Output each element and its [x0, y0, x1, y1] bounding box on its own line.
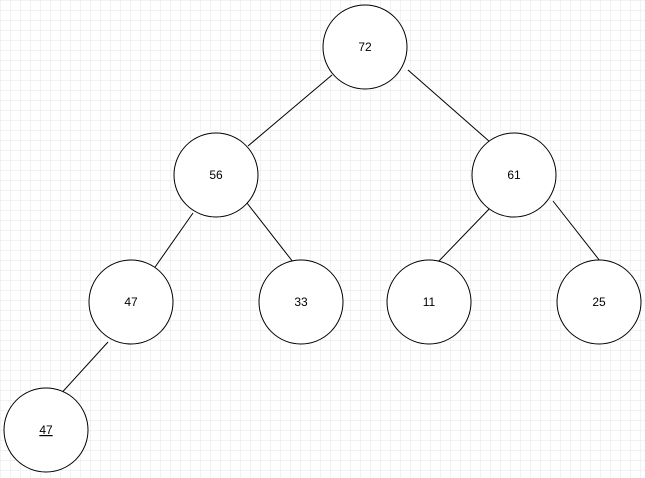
edge-56-33	[246, 202, 294, 263]
edge-72-61	[407, 69, 491, 143]
node-circle	[471, 132, 557, 218]
tree-edges	[56, 69, 601, 399]
node-circle	[556, 259, 642, 345]
tree-node[interactable]: 47	[88, 259, 174, 345]
edge-56-47	[152, 212, 194, 271]
tree-node[interactable]: 61	[471, 132, 557, 218]
node-label: 61	[507, 168, 521, 182]
tree-node[interactable]: 33	[258, 259, 344, 345]
node-label: 47	[39, 423, 53, 437]
edge-47-47	[56, 341, 109, 399]
tree-node[interactable]: 72	[322, 4, 408, 90]
node-circle	[322, 4, 408, 90]
node-label: 72	[358, 40, 372, 54]
edge-61-11	[437, 205, 493, 263]
tree-nodes: 72 56 61 47 33 11 25 47	[3, 4, 642, 473]
node-label: 47	[124, 295, 138, 309]
node-label: 56	[209, 168, 223, 182]
tree-node[interactable]: 47	[3, 387, 89, 473]
tree-node[interactable]: 56	[173, 132, 259, 218]
node-circle	[3, 387, 89, 473]
node-label: 25	[592, 295, 606, 309]
node-circle	[88, 259, 174, 345]
node-circle	[258, 259, 344, 345]
tree-node[interactable]: 25	[556, 259, 642, 345]
node-circle	[386, 259, 472, 345]
node-label: 33	[294, 295, 308, 309]
edge-72-56	[247, 74, 333, 147]
node-circle	[173, 132, 259, 218]
edge-61-25	[552, 200, 601, 262]
tree-node[interactable]: 11	[386, 259, 472, 345]
node-label: 11	[423, 295, 436, 309]
